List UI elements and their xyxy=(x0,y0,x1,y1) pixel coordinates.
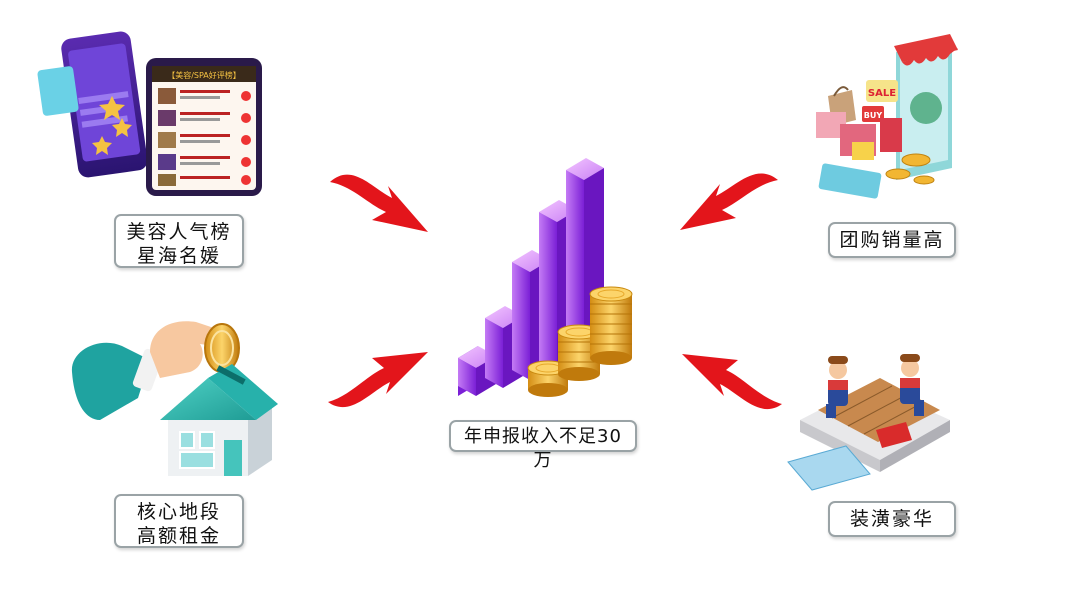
house-coin-illustration xyxy=(71,321,278,476)
beauty-phones-illustration: 【美容/SPA好评榜】 xyxy=(37,31,262,196)
buy-tag-text: BUY xyxy=(864,111,883,120)
coin-stack-3 xyxy=(589,286,633,365)
arrow-top-right xyxy=(680,173,778,230)
shopping-illustration: SALE BUY xyxy=(816,34,958,199)
phone-list xyxy=(158,88,251,186)
label-renovation: 装潢豪华 xyxy=(828,501,956,537)
label-location-line2: 高额租金 xyxy=(136,525,221,547)
arrow-bottom-left xyxy=(328,352,428,408)
renovation-illustration xyxy=(787,354,950,491)
sale-tag-text: SALE xyxy=(868,88,896,99)
label-group-buy-text: 团购销量高 xyxy=(839,229,945,251)
income-growth-illustration xyxy=(458,158,633,397)
label-beauty-line1: 美容人气榜 xyxy=(126,221,232,243)
phone-banner-text: 【美容/SPA好评榜】 xyxy=(167,70,241,80)
label-beauty-ranking: 美容人气榜 星海名媛 xyxy=(114,214,244,268)
arrow-top-left xyxy=(330,174,428,232)
label-location-rent: 核心地段 高额租金 xyxy=(114,494,244,548)
label-renovation-text: 装潢豪华 xyxy=(849,508,934,530)
label-group-buy: 团购销量高 xyxy=(828,222,956,258)
label-annual-income: 年申报收入不足30万 xyxy=(449,420,637,471)
arrow-bottom-right xyxy=(682,354,782,410)
label-location-line1: 核心地段 xyxy=(136,501,221,523)
label-center-text: 年申报收入不足30万 xyxy=(464,426,622,471)
label-beauty-line2: 星海名媛 xyxy=(136,245,221,267)
